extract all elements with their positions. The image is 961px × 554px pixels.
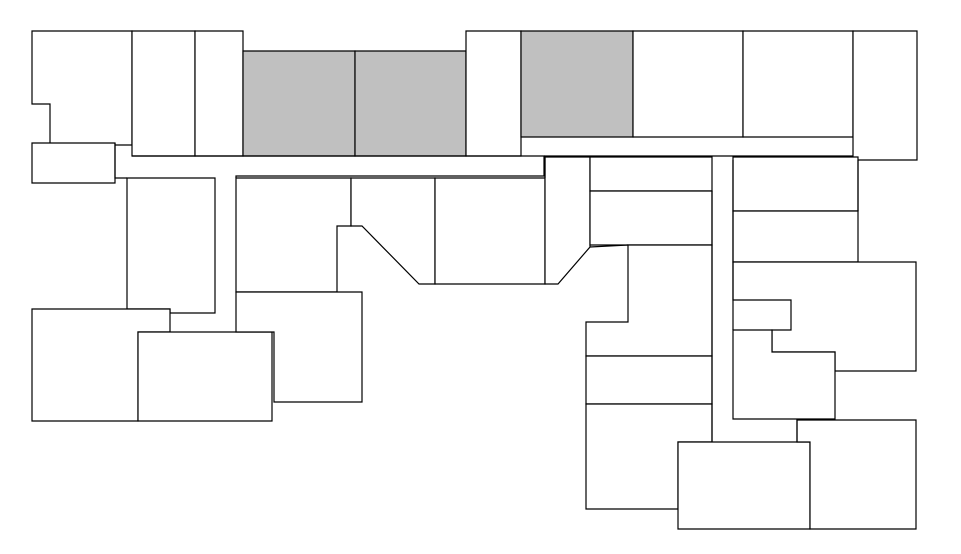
room-top-8 — [742, 30, 854, 138]
room-mid-angled — [350, 177, 436, 285]
room-cr-top — [589, 156, 713, 192]
room-top-3 — [242, 50, 356, 157]
room-r-top — [732, 156, 859, 212]
room-top-6 — [520, 30, 634, 138]
room-top-4 — [354, 50, 467, 157]
room-r-second — [732, 210, 859, 263]
room-top-left-block — [31, 30, 133, 146]
room-bottom-mid — [677, 441, 811, 530]
room-top-7 — [632, 30, 744, 138]
rooms-layer — [31, 30, 918, 530]
room-top-2 — [194, 30, 244, 157]
room-left-tall — [126, 177, 216, 314]
wall-line-1 — [132, 155, 545, 178]
room-mid-center — [434, 177, 546, 285]
room-bottom-right — [796, 419, 917, 530]
room-left-small — [31, 142, 116, 184]
room-top-right-end — [852, 30, 918, 161]
room-mid-right-angled — [544, 156, 591, 285]
room-mid-lower — [235, 291, 363, 403]
wall-line-9 — [589, 244, 629, 248]
room-top-5 — [465, 30, 522, 157]
room-cr-second — [589, 190, 713, 246]
room-left-bottom-inner — [137, 331, 273, 422]
wall-line-3 — [114, 143, 127, 179]
room-r-fourth — [732, 329, 836, 420]
room-cr-third — [585, 244, 713, 357]
room-top-1 — [131, 30, 196, 157]
room-cr-fourth — [585, 355, 713, 405]
room-mid-left — [235, 177, 352, 293]
